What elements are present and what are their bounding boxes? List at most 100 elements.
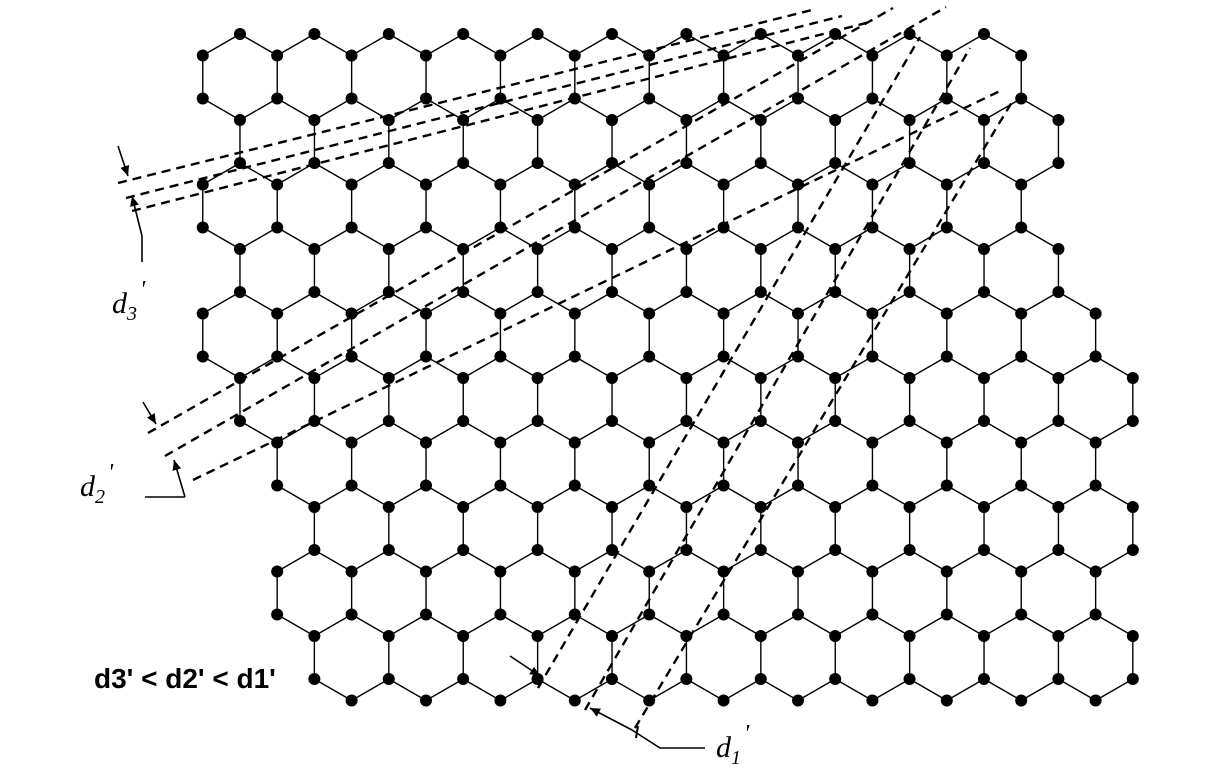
- atom: [568, 49, 581, 62]
- atom: [866, 436, 879, 449]
- bond: [500, 420, 538, 444]
- bond: [388, 678, 427, 702]
- bond: [276, 484, 315, 508]
- bond: [797, 420, 836, 444]
- bond: [239, 420, 278, 444]
- bond: [760, 355, 799, 379]
- bond: [239, 226, 278, 250]
- atom: [1052, 243, 1065, 255]
- bond: [276, 549, 315, 573]
- bond: [537, 420, 576, 444]
- bond: [574, 226, 613, 250]
- atom: [606, 544, 618, 556]
- bond: [574, 613, 613, 637]
- atom: [1052, 157, 1065, 169]
- bond: [425, 678, 464, 702]
- bond: [834, 97, 873, 121]
- atom: [829, 544, 842, 556]
- bond: [872, 549, 910, 573]
- atom: [717, 436, 730, 449]
- arrow-head: [130, 196, 139, 207]
- atom: [419, 178, 432, 191]
- bond: [723, 420, 762, 444]
- atom: [940, 694, 953, 707]
- atom: [233, 243, 246, 255]
- atom: [568, 307, 581, 320]
- bond: [388, 226, 427, 250]
- atom: [977, 114, 990, 126]
- atom: [494, 92, 507, 105]
- atom: [568, 221, 581, 234]
- atom: [643, 608, 656, 621]
- bond: [1020, 613, 1059, 637]
- bond: [946, 97, 985, 121]
- atom: [978, 286, 990, 298]
- atom: [308, 415, 321, 427]
- atom: [419, 565, 432, 578]
- bond: [797, 613, 836, 637]
- atom: [903, 286, 916, 298]
- bond: [723, 291, 762, 315]
- bond: [239, 97, 278, 121]
- atom: [866, 49, 879, 62]
- bond: [314, 678, 352, 702]
- bond: [946, 678, 985, 702]
- atom: [531, 28, 544, 40]
- label-d2: d2': [80, 460, 114, 508]
- bond: [388, 162, 427, 186]
- atom: [829, 286, 842, 298]
- bond: [388, 97, 427, 121]
- atom: [345, 565, 358, 578]
- bond: [983, 162, 1022, 186]
- atom: [680, 630, 693, 642]
- bond: [872, 97, 910, 121]
- bond: [425, 291, 464, 315]
- atom: [903, 372, 916, 384]
- bond: [574, 549, 613, 573]
- atom: [977, 243, 990, 255]
- bond: [611, 162, 650, 186]
- bond: [574, 97, 613, 121]
- bond: [611, 678, 650, 702]
- atom: [382, 501, 395, 513]
- bond: [909, 484, 948, 508]
- bond: [574, 420, 613, 444]
- bond: [314, 97, 352, 121]
- arrow-head: [590, 708, 601, 717]
- atom: [531, 501, 544, 513]
- bond: [574, 162, 613, 186]
- atom: [977, 372, 990, 384]
- atom: [791, 307, 804, 320]
- atom: [196, 307, 209, 320]
- atom: [494, 479, 507, 492]
- bond: [1095, 678, 1134, 702]
- atom: [382, 372, 395, 384]
- bond: [1058, 613, 1096, 637]
- atom: [271, 350, 284, 363]
- bond: [648, 613, 687, 637]
- atom: [829, 157, 842, 169]
- atom: [643, 92, 656, 105]
- atom: [1015, 565, 1028, 578]
- atom: [419, 49, 432, 62]
- bond: [909, 162, 948, 186]
- bond: [983, 355, 1022, 379]
- atom: [977, 630, 990, 642]
- bond: [351, 291, 390, 315]
- lattice-atoms: [196, 28, 1139, 707]
- atom: [457, 673, 470, 685]
- bond: [1095, 613, 1134, 637]
- atom: [680, 415, 693, 427]
- bond: [388, 355, 427, 379]
- atom: [643, 565, 656, 578]
- bond: [500, 678, 538, 702]
- atom: [1052, 544, 1065, 556]
- bond: [574, 33, 613, 57]
- atom: [791, 565, 804, 578]
- atom: [420, 608, 432, 621]
- bond: [983, 678, 1022, 702]
- atom: [233, 415, 246, 427]
- bond: [909, 226, 948, 250]
- atom: [866, 178, 879, 191]
- bond: [946, 355, 985, 379]
